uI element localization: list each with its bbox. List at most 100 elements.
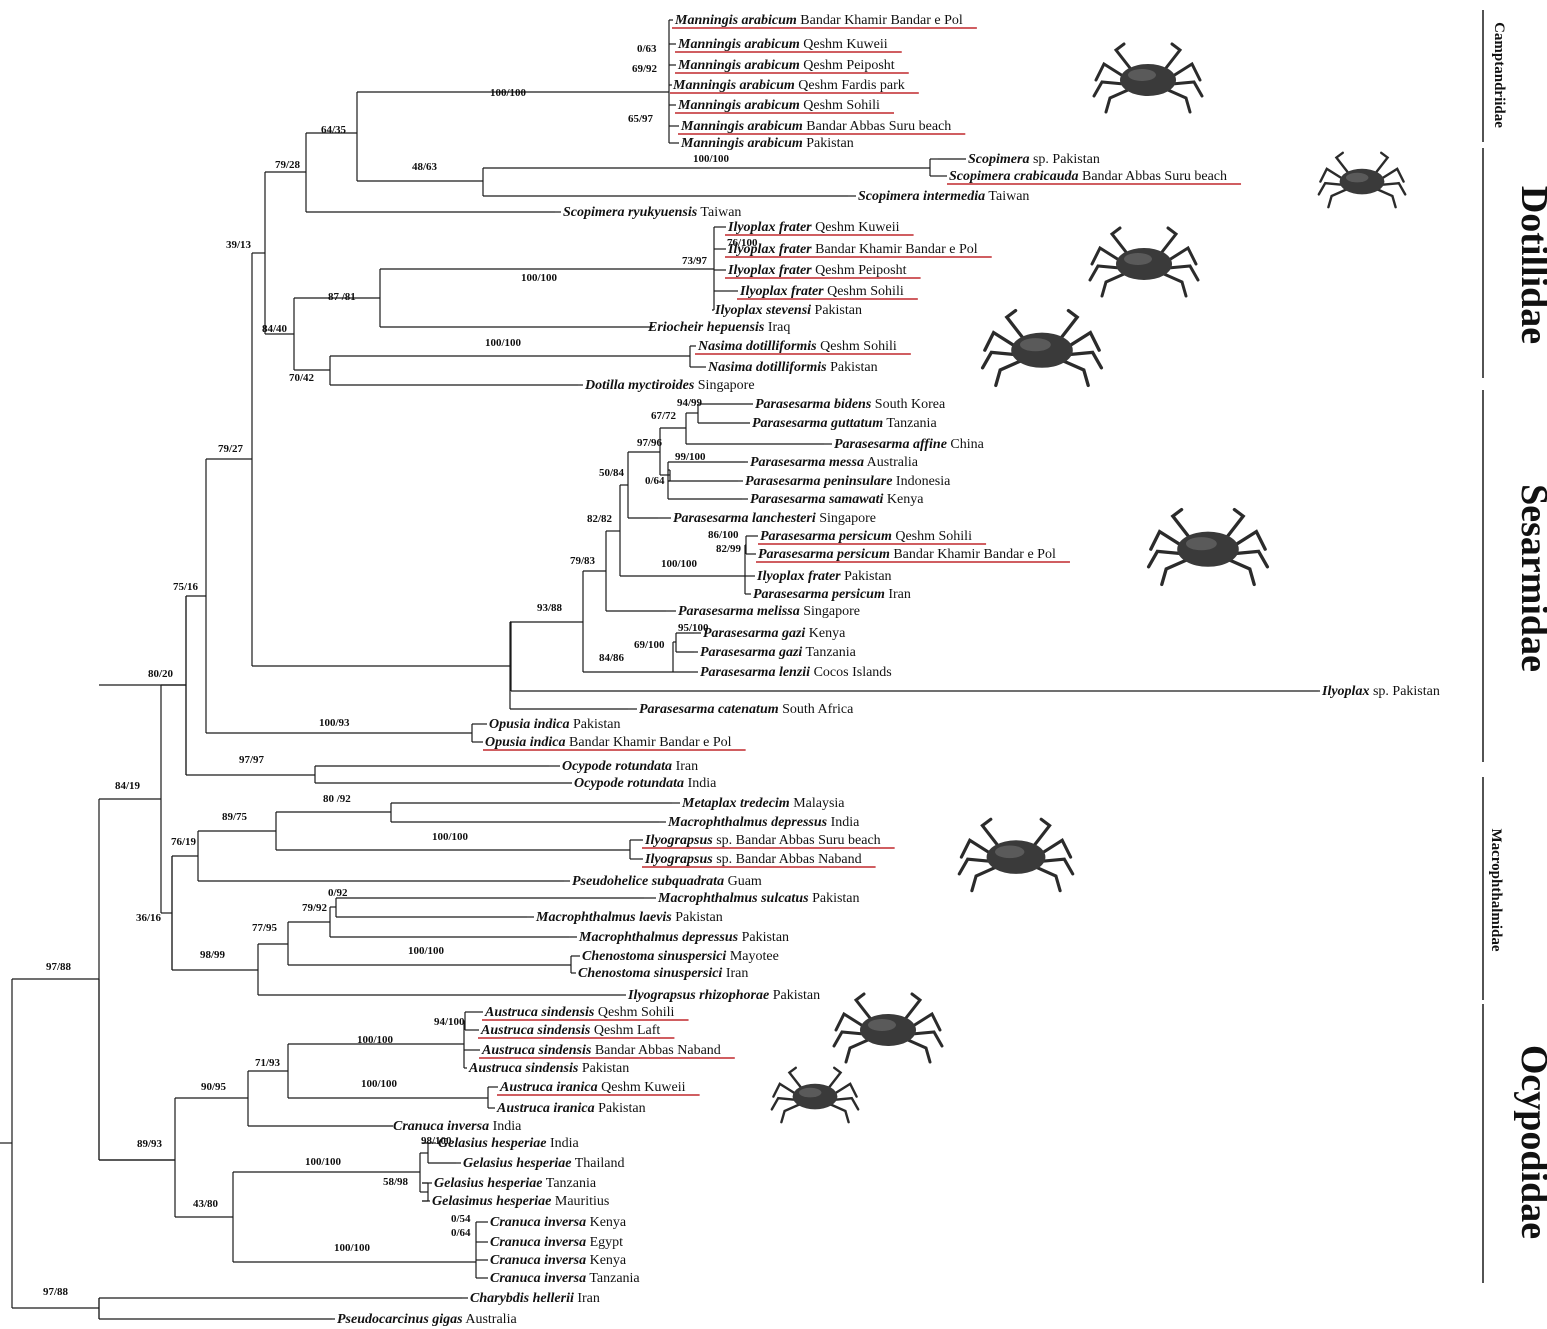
locality: Australia xyxy=(463,1312,518,1327)
family-label: Macrophthalmidae xyxy=(1488,828,1504,951)
support-value: 98/99 xyxy=(200,949,226,961)
species-name: Scopimera xyxy=(968,152,1029,167)
tip-label: Opusia indica Bandar Khamir Bandar e Pol xyxy=(485,735,732,750)
support-value: 77/95 xyxy=(252,922,278,934)
locality: Pakistan xyxy=(738,930,789,945)
support-value: 0/64 xyxy=(645,475,665,487)
locality: Mayotee xyxy=(726,949,778,964)
support-value: 48/63 xyxy=(412,161,438,173)
species-name: Eriocheir hepuensis xyxy=(647,320,765,335)
locality: Kenya xyxy=(586,1253,627,1268)
tip-label: Manningis arabicum Qeshm Sohili xyxy=(677,98,880,113)
species-name: Cranuca inversa xyxy=(490,1271,586,1286)
locality: Thailand xyxy=(572,1156,625,1171)
species-name: Cranuca inversa xyxy=(490,1235,586,1250)
tip-label: Eriocheir hepuensis Iraq xyxy=(647,320,790,335)
support-value: 84/19 xyxy=(115,780,141,792)
support-value: 69/100 xyxy=(634,639,665,651)
support-value: 76/19 xyxy=(171,836,197,848)
tip-label: Austruca iranica Pakistan xyxy=(496,1101,646,1116)
locality: Qeshm Sohili xyxy=(594,1005,674,1020)
crab-illustration xyxy=(980,308,1104,388)
support-value: 100/100 xyxy=(408,945,445,957)
support-value: 43/80 xyxy=(193,1198,219,1210)
species-name: Scopimera ryukyuensis xyxy=(563,205,698,220)
species-name: Manningis arabicum xyxy=(674,13,797,28)
species-name: Gelasius hesperiae xyxy=(434,1176,543,1191)
tree-branches xyxy=(0,19,1320,1320)
support-value: 0/54 xyxy=(451,1213,471,1225)
tip-label: Ilyoplax sp. Pakistan xyxy=(1321,684,1440,699)
locality: Bandar Abbas Naband xyxy=(591,1043,720,1058)
locality: Egypt xyxy=(586,1235,623,1250)
species-name: Austruca sindensis xyxy=(481,1043,592,1058)
support-value: 97/96 xyxy=(637,437,663,449)
crab-illustration xyxy=(1146,507,1270,587)
species-name: Manningis arabicum xyxy=(677,98,800,113)
species-name: Parasesarma gazi xyxy=(700,645,802,660)
locality: Malaysia xyxy=(790,796,846,811)
locality: Qeshm Sohili xyxy=(817,339,897,354)
support-value: 100/100 xyxy=(357,1034,394,1046)
support-value: 100/100 xyxy=(485,337,522,349)
tip-label: Ilyoplax stevensi Pakistan xyxy=(714,303,862,318)
tip-label: Scopimera intermedia Taiwan xyxy=(858,189,1029,204)
species-name: Manningis arabicum xyxy=(680,136,803,151)
locality: Qeshm Kuweii xyxy=(800,37,888,52)
locality: Pakistan xyxy=(811,303,862,318)
locality: Pakistan xyxy=(578,1061,629,1076)
species-name: Austruca sindensis xyxy=(484,1005,595,1020)
support-value: 67/72 xyxy=(651,410,677,422)
locality: Kenya xyxy=(805,626,846,641)
locality: India xyxy=(547,1136,580,1151)
locality: Qeshm Kuweii xyxy=(598,1080,686,1095)
support-value: 73/97 xyxy=(682,255,708,267)
support-value: 100/100 xyxy=(305,1156,342,1168)
support-value: 100/100 xyxy=(661,558,698,570)
locality: Iraq xyxy=(764,320,790,335)
species-name: Ilyoplax xyxy=(1321,684,1369,699)
support-value: 71/93 xyxy=(255,1057,281,1069)
species-name: Ilyograpsus xyxy=(644,852,713,867)
locality: Qeshm Fardis park xyxy=(795,78,905,93)
tip-label: Parasesarma messa Australia xyxy=(750,455,919,470)
tip-label: Ilyoplax frater Pakistan xyxy=(756,569,892,584)
tip-label: Nasima dotilliformis Pakistan xyxy=(707,360,878,375)
support-value: 93/88 xyxy=(537,602,563,614)
species-name: Macrophthalmus depressus xyxy=(667,815,828,830)
tip-label: Austruca iranica Qeshm Kuweii xyxy=(499,1080,686,1095)
locality: Kenya xyxy=(883,492,924,507)
support-value: 89/75 xyxy=(222,811,248,823)
tip-label: Parasesarma peninsulare Indonesia xyxy=(745,474,951,489)
support-value: 76/100 xyxy=(727,237,758,249)
locality: Pakistan xyxy=(595,1101,646,1116)
support-value: 79/83 xyxy=(570,555,596,567)
support-value: 84/40 xyxy=(262,323,288,335)
locality: Kenya xyxy=(586,1215,627,1230)
tip-label: Austruca sindensis Qeshm Laft xyxy=(480,1023,660,1038)
locality: South Africa xyxy=(779,702,854,717)
tip-label: Parasesarma persicum Iran xyxy=(753,587,911,602)
tip-label: Pseudocarcinus gigas Australia xyxy=(337,1312,517,1327)
locality: Pakistan xyxy=(841,569,892,584)
tip-label: Manningis arabicum Bandar Khamir Bandar … xyxy=(674,13,963,28)
tip-label: Chenostoma sinuspersici Iran xyxy=(578,966,748,981)
locality: Singapore xyxy=(816,511,876,526)
tip-label: Cranuca inversa Tanzania xyxy=(490,1271,640,1286)
species-name: Parasesarma lenzii xyxy=(700,665,810,680)
support-value: 69/92 xyxy=(632,63,658,75)
locality: India xyxy=(489,1119,522,1134)
tip-label: Gelasius hesperiae India xyxy=(438,1136,580,1151)
species-name: Manningis arabicum xyxy=(672,78,795,93)
species-name: Parasesarma persicum xyxy=(758,547,890,562)
locality: sp. Pakistan xyxy=(1369,684,1439,699)
crab-illustration xyxy=(770,1066,860,1124)
crab-illustration xyxy=(957,817,1075,893)
locality: Pakistan xyxy=(809,891,860,906)
support-value: 94/99 xyxy=(677,397,703,409)
tip-label: Ilyoplax frater Bandar Khamir Bandar e P… xyxy=(727,242,978,257)
species-name: Parasesarma persicum xyxy=(760,529,892,544)
species-name: Gelasius hesperiae xyxy=(438,1136,547,1151)
tip-label: Charybdis hellerii Iran xyxy=(470,1291,600,1306)
